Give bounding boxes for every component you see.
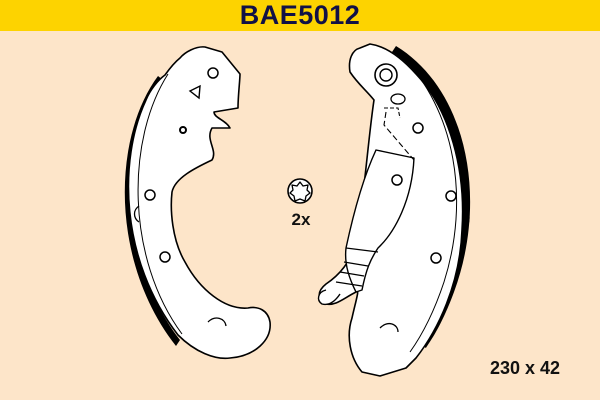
part-number-title: BAE5012: [239, 0, 361, 30]
header-bar: BAE5012: [0, 0, 600, 31]
quantity-label: 2x: [291, 210, 311, 229]
torx-screw-icon: [287, 178, 313, 204]
dimensions-label: 230 x 42: [490, 358, 561, 378]
right-brake-shoe: [317, 43, 471, 377]
left-brake-shoe: [124, 46, 271, 360]
